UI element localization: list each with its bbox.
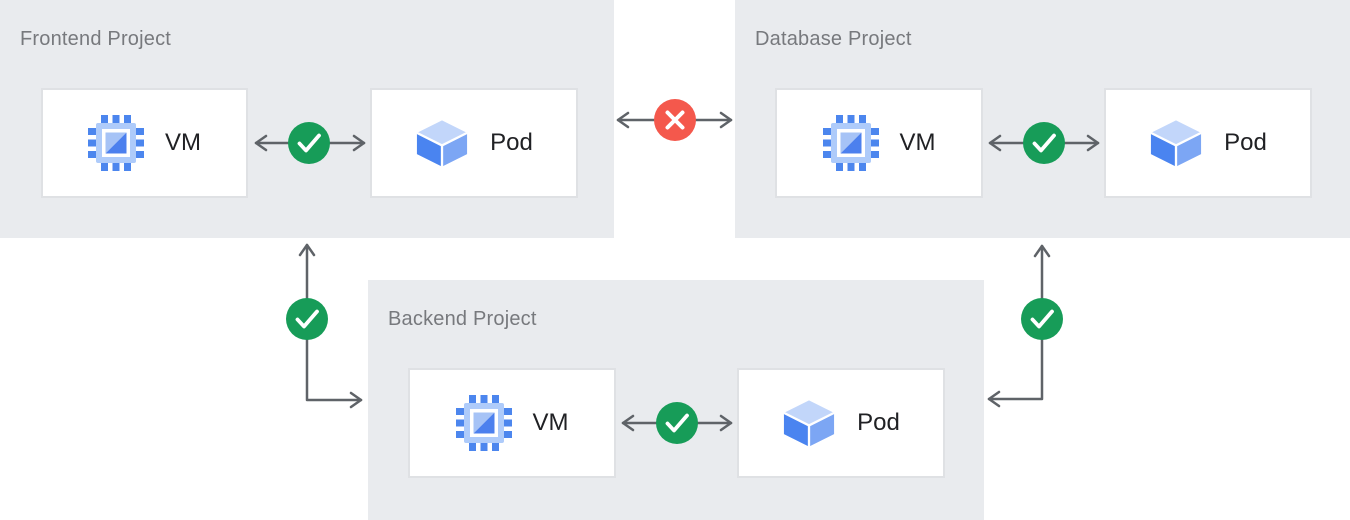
node-frontend-pod: Pod (370, 88, 578, 198)
vm-chip-icon (823, 115, 879, 171)
pod-cube-icon (1149, 120, 1203, 167)
vm-chip-icon (456, 395, 512, 451)
node-label: VM (165, 129, 201, 156)
node-frontend-vm: VM (41, 88, 248, 198)
node-backend-pod: Pod (737, 368, 945, 478)
arrow-frontend-backend (298, 243, 363, 409)
node-label: Pod (1224, 129, 1267, 156)
node-database-vm: VM (775, 88, 983, 198)
pod-cube-icon (782, 400, 836, 447)
panel-database-title: Database Project (755, 28, 912, 50)
vm-chip-icon (88, 115, 144, 171)
node-label: Pod (857, 409, 900, 436)
node-database-pod: Pod (1104, 88, 1312, 198)
node-backend-vm: VM (408, 368, 616, 478)
arrow-frontend-database (616, 111, 733, 129)
status-blocked-icon (654, 99, 696, 141)
status-allowed-icon (286, 298, 328, 340)
node-label: VM (532, 409, 569, 436)
node-label: Pod (490, 129, 533, 156)
pod-cube-icon (415, 120, 469, 167)
status-allowed-icon (1021, 298, 1063, 340)
panel-backend-title: Backend Project (388, 308, 537, 330)
panel-frontend-title: Frontend Project (20, 28, 172, 50)
arrow-database-backend (987, 244, 1051, 408)
node-label: VM (899, 129, 936, 156)
